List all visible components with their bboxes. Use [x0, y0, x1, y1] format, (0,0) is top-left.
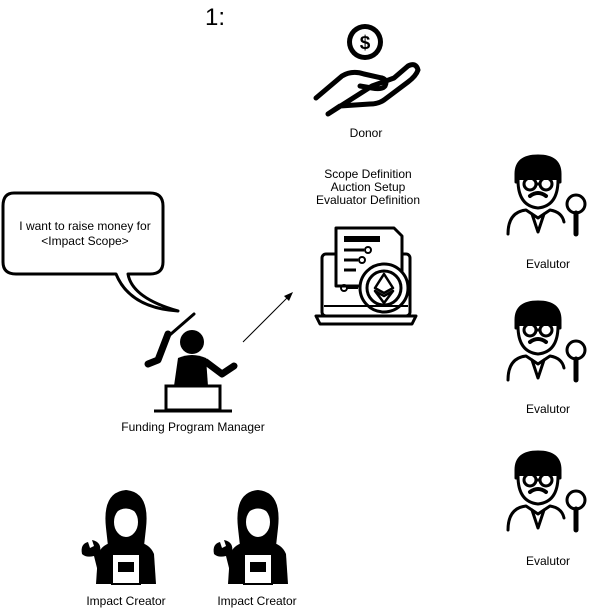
- evaluator-label-2: Evalutor: [525, 402, 571, 416]
- evaluator-with-magnifier-icon: [506, 300, 587, 383]
- impact-creator-label-2: Impact Creator: [217, 594, 297, 608]
- svg-text:$: $: [360, 33, 371, 54]
- speech-bubble: [1, 191, 180, 313]
- speech-line-2: <Impact Scope>: [41, 234, 129, 248]
- contract-step-scope: Scope Definition: [324, 167, 412, 181]
- speech-bubble-text: I want to raise money for <Impact Scope>: [10, 219, 160, 249]
- impact-creator-label-1: Impact Creator: [86, 594, 166, 608]
- woman-worker-with-wrench-icon: [213, 490, 288, 585]
- evaluator-with-magnifier-icon: [506, 154, 587, 237]
- speech-line-1: I want to raise money for: [19, 219, 151, 233]
- evaluator-label-1: Evalutor: [525, 257, 571, 271]
- evaluator-label-3: Evalutor: [525, 554, 571, 568]
- contract-steps: Scope Definition Auction Setup Evaluator…: [308, 168, 428, 207]
- donor-label: Donor: [349, 126, 383, 140]
- step-number: 1:: [205, 4, 226, 31]
- woman-worker-with-wrench-icon: [81, 490, 156, 585]
- contract-step-auction: Auction Setup: [330, 180, 406, 194]
- ethereum-contract-laptop-icon: [314, 226, 418, 326]
- evaluator-with-magnifier-icon: [506, 450, 587, 533]
- manager-label: Funding Program Manager: [121, 420, 265, 434]
- hand-holding-dollar-icon: $: [313, 24, 421, 117]
- speaker-at-podium-icon: [144, 312, 238, 413]
- contract-step-evaluator: Evaluator Definition: [315, 193, 421, 207]
